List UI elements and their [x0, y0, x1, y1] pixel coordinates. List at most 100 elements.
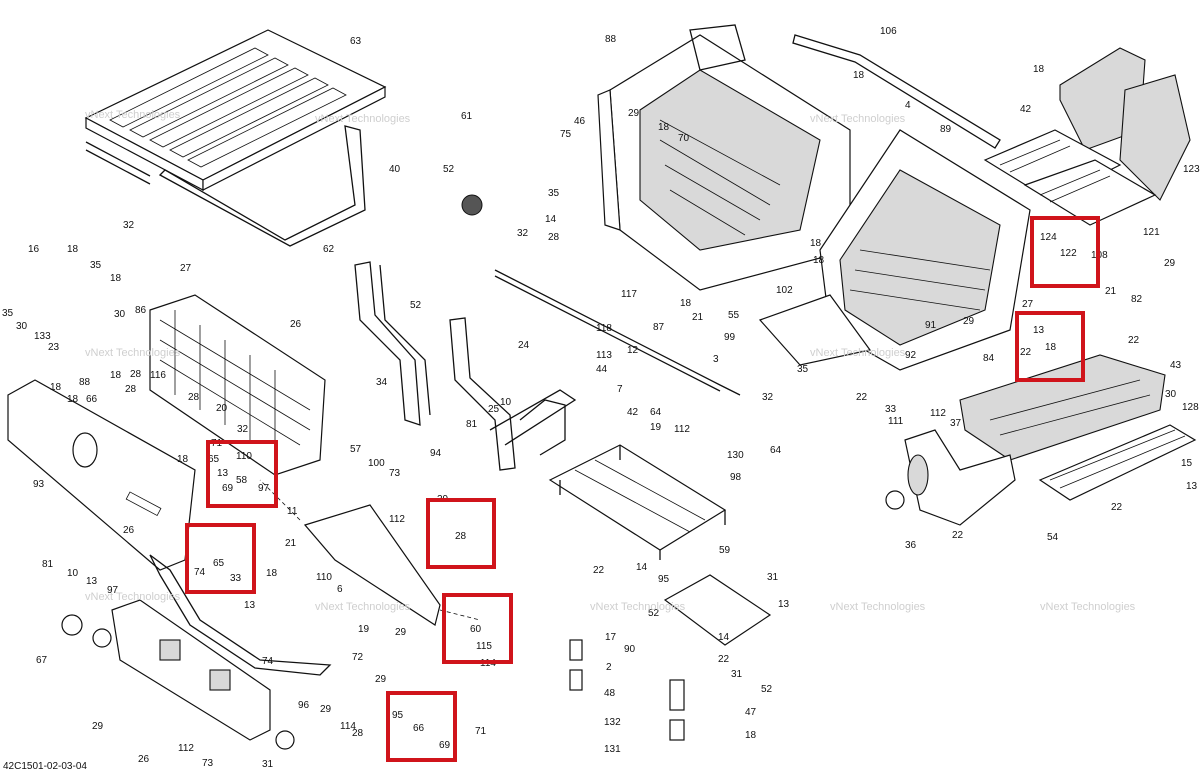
part-label: 25: [488, 404, 500, 415]
part-label: 82: [1131, 294, 1143, 305]
panel-60: [259, 479, 481, 626]
part-label: 18: [1033, 64, 1045, 75]
part-label: 6: [337, 584, 343, 595]
part-label: 112: [930, 408, 946, 419]
tailgate-inner-59: [111, 599, 271, 741]
part-label: 117: [621, 289, 637, 300]
part-label: 22: [856, 392, 868, 403]
part-label: 13: [244, 600, 256, 611]
part-label: 88: [605, 34, 617, 45]
part-label: 28: [548, 232, 560, 243]
part-label: 123: [1183, 164, 1200, 175]
part-label: 130: [727, 450, 744, 461]
part-label: 65: [213, 558, 225, 569]
part-label: 3: [713, 354, 719, 365]
part-label: 18: [177, 454, 189, 465]
part-label: 81: [466, 419, 478, 430]
highlight-box-6: [442, 593, 513, 664]
part-label: 29: [395, 627, 407, 638]
part-label: 31: [767, 572, 779, 583]
part-label: 102: [776, 285, 793, 296]
part-label: 114: [340, 721, 356, 732]
part-label: 28: [455, 531, 467, 542]
side-cover-128: [959, 354, 1166, 461]
seal-115: [149, 554, 332, 676]
part-label: 10: [67, 568, 79, 579]
rack-frame-129: [548, 444, 727, 560]
svg-text:vNext Technologies: vNext Technologies: [810, 347, 906, 359]
part-label: 30: [16, 321, 28, 332]
part-label: 47: [745, 707, 757, 718]
part-label: 133: [34, 331, 51, 342]
part-label: 122: [1060, 248, 1077, 259]
part-label: 74: [262, 656, 274, 667]
part-label: 97: [107, 585, 119, 596]
part-label: 34: [376, 377, 388, 388]
part-label: 121: [1143, 227, 1160, 238]
part-label: 29: [320, 704, 332, 715]
hinge-assembly: [569, 639, 685, 741]
plate-120: [663, 574, 772, 646]
part-label: 57: [350, 444, 362, 455]
part-label: 18: [853, 70, 865, 81]
part-label: 7: [617, 384, 623, 395]
part-label: 52: [761, 684, 773, 695]
part-label: 73: [202, 758, 214, 769]
part-label: 32: [237, 424, 249, 435]
highlight-box-7: [386, 691, 457, 762]
part-label: 27: [180, 263, 192, 274]
part-label: 29: [963, 316, 975, 327]
part-label: 18: [110, 273, 122, 284]
part-label: 18: [658, 122, 670, 133]
part-label: 2: [606, 662, 612, 673]
part-label: 29: [628, 108, 640, 119]
part-label: 81: [42, 559, 54, 570]
part-label: 30: [1165, 389, 1177, 400]
part-label: 27: [1022, 299, 1034, 310]
part-label: 42: [627, 407, 639, 418]
part-label: 15: [1181, 458, 1193, 469]
part-label: 106: [880, 26, 897, 37]
part-label: 24: [518, 340, 530, 351]
part-label: 46: [574, 116, 586, 127]
part-label: 132: [604, 717, 621, 728]
part-label: 59: [719, 545, 731, 556]
part-label: 63: [350, 36, 362, 47]
part-label: 98: [730, 472, 742, 483]
part-label: 26: [290, 319, 302, 330]
part-label: 31: [731, 669, 743, 680]
part-label: 54: [1047, 532, 1059, 543]
part-label: 48: [604, 688, 616, 699]
part-label: 73: [389, 468, 401, 479]
part-label: 18: [110, 370, 122, 381]
part-label: 22: [1020, 347, 1032, 358]
part-label: 13: [86, 576, 98, 587]
svg-text:vNext Technologies: vNext Technologies: [85, 347, 181, 359]
part-label: 112: [178, 743, 194, 754]
part-label: 62: [323, 244, 335, 255]
svg-text:vNext Technologies: vNext Technologies: [85, 109, 181, 121]
part-label: 116: [150, 370, 166, 381]
side-panel-assembly: [758, 129, 1031, 371]
part-label: 93: [33, 479, 45, 490]
part-label: 112: [389, 514, 405, 525]
part-label: 13: [1186, 481, 1198, 492]
part-label: 21: [1105, 286, 1117, 297]
part-label: 32: [123, 220, 135, 231]
fender-62: [904, 429, 1016, 526]
part-label: 40: [389, 164, 401, 175]
part-label: 31: [262, 759, 274, 770]
part-label: 42: [1020, 104, 1032, 115]
part-label: 30: [114, 309, 126, 320]
svg-text:vNext Technologies: vNext Technologies: [85, 591, 181, 603]
part-label: 18: [266, 568, 278, 579]
part-label: 18: [680, 298, 692, 309]
part-label: 13: [1033, 325, 1045, 336]
part-label: 22: [593, 565, 605, 576]
part-label: 61: [461, 111, 473, 122]
part-label: 32: [762, 392, 774, 403]
part-label: 84: [983, 353, 995, 364]
caps: [61, 194, 905, 750]
part-label: 20: [216, 403, 228, 414]
